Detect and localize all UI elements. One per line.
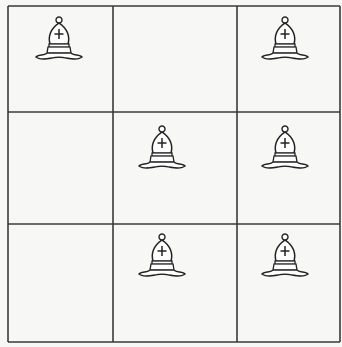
board-square-r2-c1[interactable] bbox=[8, 112, 113, 224]
board-square-r3-c1[interactable] bbox=[8, 224, 113, 342]
board-square-r1-c3[interactable] bbox=[237, 6, 340, 112]
board-square-r1-c2[interactable] bbox=[113, 6, 237, 112]
board-square-r3-c2[interactable] bbox=[113, 224, 237, 342]
